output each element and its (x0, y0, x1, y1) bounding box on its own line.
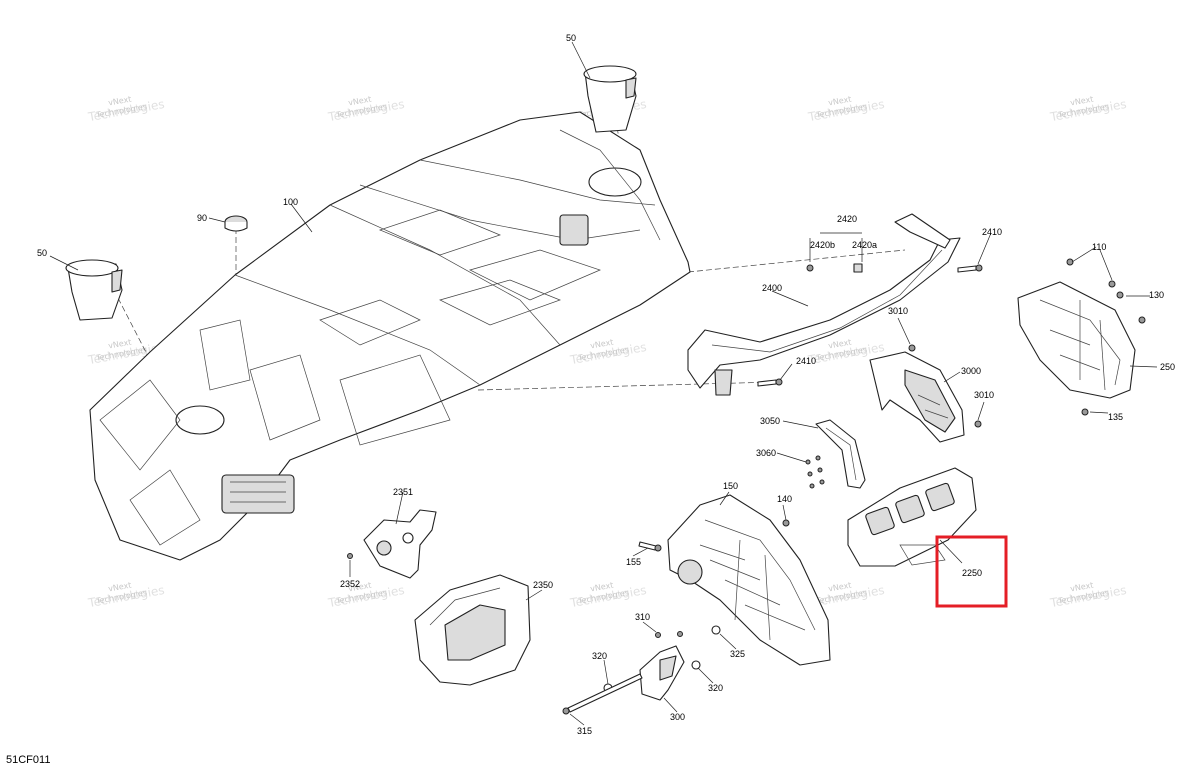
highlight-box (935, 535, 1008, 608)
watermark-text: vNext (108, 338, 133, 351)
plug-cap (224, 215, 248, 232)
side-bracket (1017, 281, 1136, 399)
screw-3010-right (974, 420, 982, 428)
callout-label: 2410 (982, 227, 1002, 237)
callout-label: 300 (670, 712, 685, 722)
watermark-text: vNext (590, 338, 615, 351)
nut-2420a (853, 263, 863, 273)
callout-label: 3050 (760, 416, 780, 426)
leader-lines (49, 41, 1158, 726)
bezel-150 (667, 494, 831, 666)
bolt-2410-top (957, 264, 983, 273)
callout-label: 150 (723, 481, 738, 491)
callout-label: 2350 (533, 580, 553, 590)
cup-holder-left (65, 259, 123, 321)
callout-label: 2351 (393, 487, 413, 497)
callout-label: 310 (635, 612, 650, 622)
screw-140 (782, 519, 790, 527)
cup-holder-top (583, 65, 637, 133)
nut-2420b (806, 264, 814, 272)
clips-3060 (805, 455, 825, 489)
callout-label: 320 (708, 683, 723, 693)
callout-label: 320 (592, 651, 607, 661)
watermark-text: vNext (108, 95, 133, 108)
watermark-text: vNext (590, 581, 615, 594)
bolt-2410-left (757, 378, 783, 387)
washer-325 (711, 625, 721, 635)
screw-155 (638, 541, 662, 552)
callout-label: 2352 (340, 579, 360, 589)
watermark-text: vNext (828, 338, 853, 351)
bracket-300 (639, 645, 685, 701)
cluster-housing-2350 (414, 574, 531, 686)
watermark-text: vNext (828, 581, 853, 594)
watermark-text: vNext (828, 95, 853, 108)
callout-label: 3000 (961, 366, 981, 376)
callout-label: 135 (1108, 412, 1123, 422)
washers-310 (655, 631, 683, 638)
callout-label: 130 (1149, 290, 1164, 300)
diagram-code: 51CF011 (6, 754, 51, 766)
watermark-text: vNext (1070, 581, 1095, 594)
callout-label: 250 (1160, 362, 1175, 372)
watermark-text: vNext (108, 581, 133, 594)
callout-label: 140 (777, 494, 792, 504)
callout-label: 325 (730, 649, 745, 659)
callout-label: 315 (577, 726, 592, 736)
bolt-315 (562, 673, 643, 715)
callout-label: 110 (1092, 242, 1106, 252)
callout-label: 2400 (762, 283, 782, 293)
callout-label: 155 (626, 557, 641, 567)
callout-label: 2420a (852, 240, 877, 250)
washer-320-right (691, 660, 701, 670)
callout-label: 100 (283, 197, 298, 207)
callout-label: 2420 (837, 214, 857, 224)
support-bar (687, 213, 961, 396)
screw-3010-top (908, 344, 916, 352)
callout-label: 3010 (888, 306, 908, 316)
callout-label: 3010 (974, 390, 994, 400)
callout-label: 3060 (756, 448, 776, 458)
dashboard-main-housing (89, 111, 691, 561)
callout-labels: 50 50 90 100 2420 2420b 2420a 2410 2400 … (37, 33, 1175, 736)
callout-label: 50 (566, 33, 576, 43)
bracket-3050 (815, 419, 866, 489)
bracket-2351 (363, 509, 437, 579)
callout-label: 2410 (796, 356, 816, 366)
watermark-text: vNext (1070, 95, 1095, 108)
vent-panel-2250 (847, 467, 977, 567)
cover-3000 (869, 351, 965, 443)
screws-110 (1066, 258, 1146, 416)
callout-label: 50 (37, 248, 47, 258)
callout-label: 90 (197, 213, 207, 223)
watermark-text: vNext (348, 581, 373, 594)
watermark-text: vNext (348, 95, 373, 108)
screw-2352 (347, 553, 353, 559)
callout-label: 2250 (962, 568, 982, 578)
callout-label: 2420b (810, 240, 835, 250)
